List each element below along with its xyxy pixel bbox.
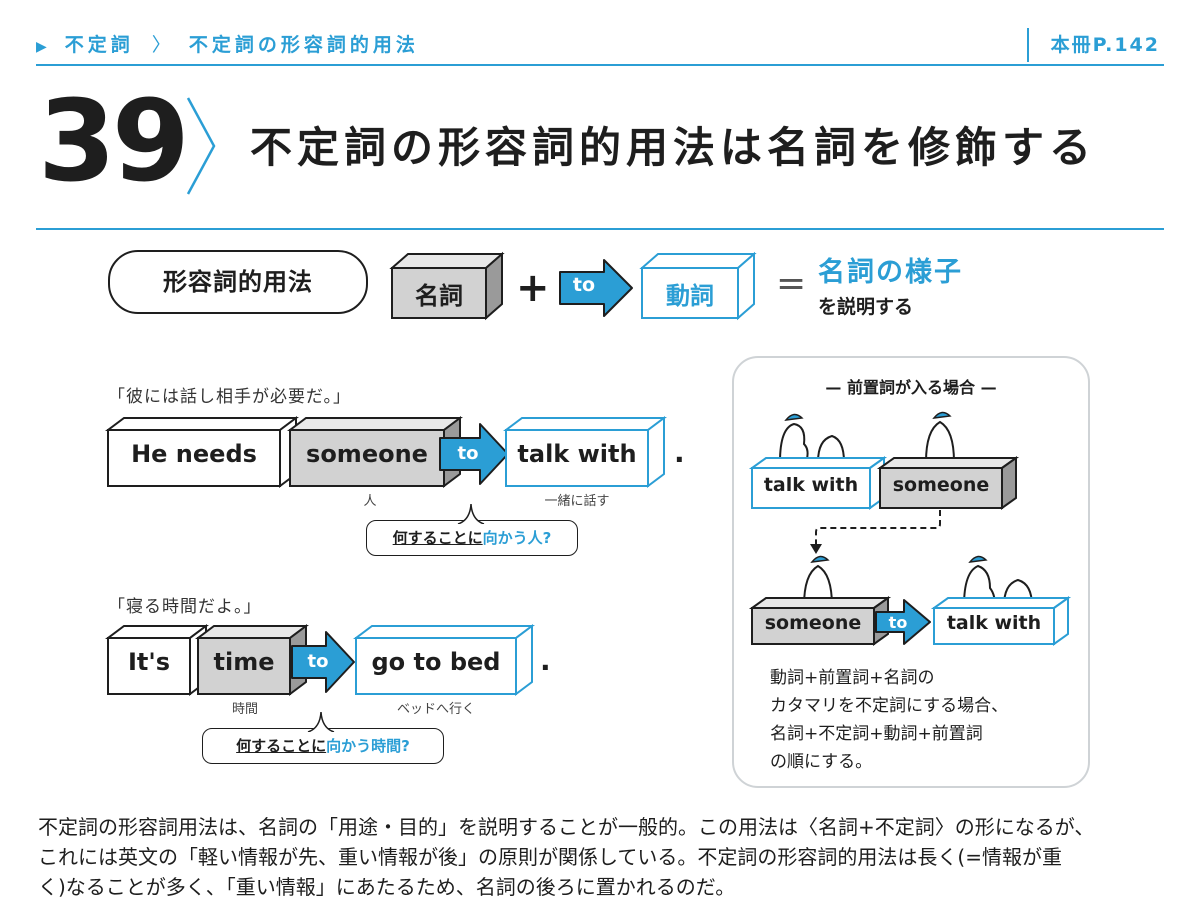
to-arrow-icon <box>559 259 633 317</box>
explanation-text: 不定詞の形容詞用法は、名詞の「用途・目的」を説明することが一般的。この用法は〈名… <box>38 812 1168 902</box>
example1-question-bubble: 何することに向かう人? <box>366 520 578 556</box>
lesson-title: 不定詞の形容詞的用法は名詞を修飾する <box>250 123 1097 172</box>
breadcrumb-section: 不定詞 <box>64 34 134 56</box>
example1-gloss-noun: 人 <box>363 494 377 509</box>
plus-icon: + <box>516 265 550 311</box>
header-rule <box>36 64 1164 66</box>
panel-bottom-box2: talk with <box>946 612 1042 634</box>
title-rule <box>36 228 1164 230</box>
lesson-number: 39 <box>38 77 190 207</box>
example2-gloss-verb: ベッドへ行く <box>396 702 475 717</box>
panel-illustration <box>748 411 1072 646</box>
panel-note-line: 動詞+前置詞+名詞の <box>770 668 935 688</box>
example2-to: to <box>307 651 329 672</box>
example1-box2: someone <box>306 440 428 468</box>
panel-note: 動詞+前置詞+名詞の カタマリを不定詞にする場合、 名詞+不定詞+動詞+前置詞 … <box>770 664 1008 776</box>
example1-gloss-verb: 一緒に話す <box>544 494 610 509</box>
explanation-line: 不定詞の形容詞用法は、名詞の「用途・目的」を説明することが一般的。この用法は〈名… <box>38 815 1095 839</box>
example1-period: . <box>674 436 685 469</box>
example2-gloss-noun: 時間 <box>231 702 258 717</box>
example2-question-bubble: 何することに向かう時間? <box>202 728 444 764</box>
bubble-blue: 向かう時間? <box>326 737 410 755</box>
example1-box3: talk with <box>517 440 637 468</box>
panel-top-box1: talk with <box>763 474 859 496</box>
panel-top-box2: someone <box>892 474 990 496</box>
verb-label: 動詞 <box>666 282 714 310</box>
panel-note-line: 名詞+不定詞+動詞+前置詞 <box>770 724 983 744</box>
verb-box <box>639 251 757 321</box>
bubble-underlined: 何することに <box>236 737 327 755</box>
preposition-panel <box>732 356 1090 788</box>
noun-box <box>389 251 505 321</box>
page-reference: 本冊P.142 <box>1026 28 1160 62</box>
example2-box1: It's <box>127 648 171 676</box>
usage-pill: 形容詞的用法 <box>108 250 368 314</box>
panel-title: — 前置詞が入る場合 — <box>825 378 997 397</box>
bubble-blue: 向かう人? <box>482 529 552 547</box>
panel-to: to <box>888 613 908 632</box>
example1-sentence <box>105 416 667 488</box>
example2-box3: go to bed <box>371 648 501 676</box>
panel-bottom-box1: someone <box>764 612 862 634</box>
example1-box1: He needs <box>131 440 257 468</box>
breadcrumb-separator: 〉 <box>151 34 175 56</box>
result-sub: を説明する <box>818 296 914 318</box>
triangle-right-icon: ▶ <box>36 39 51 55</box>
example2-box2: time <box>213 648 275 676</box>
example2-quote: 「寝る時間だよ。」 <box>108 597 262 617</box>
chevron-right-icon <box>186 97 216 195</box>
example2-period: . <box>540 644 551 677</box>
example1-quote: 「彼には話し相手が必要だ。」 <box>108 387 351 407</box>
bubble-underlined: 何することに <box>392 529 483 547</box>
equals-sign: = <box>776 263 807 304</box>
example1-to: to <box>457 443 479 464</box>
breadcrumb-topic: 不定詞の形容詞的用法 <box>188 34 419 56</box>
panel-note-line: の順にする。 <box>770 752 873 772</box>
to-label: to <box>572 274 596 296</box>
panel-note-line: カタマリを不定詞にする場合、 <box>770 696 1009 716</box>
breadcrumb: ▶ 不定詞〉不定詞の形容詞的用法 <box>36 30 419 60</box>
explanation-line: これには英文の「軽い情報が先、重い情報が後」の原則が関係している。不定詞の形容詞… <box>38 845 1062 869</box>
bubble-tail <box>457 503 485 524</box>
noun-label: 名詞 <box>415 282 463 310</box>
bubble-tail <box>307 711 335 732</box>
explanation-line: く)なることが多く、「重い情報」にあたるため、名詞の後ろに置かれるのだ。 <box>38 875 736 899</box>
result-main: 名詞の様子 <box>818 257 963 288</box>
example2-sentence <box>105 624 535 696</box>
